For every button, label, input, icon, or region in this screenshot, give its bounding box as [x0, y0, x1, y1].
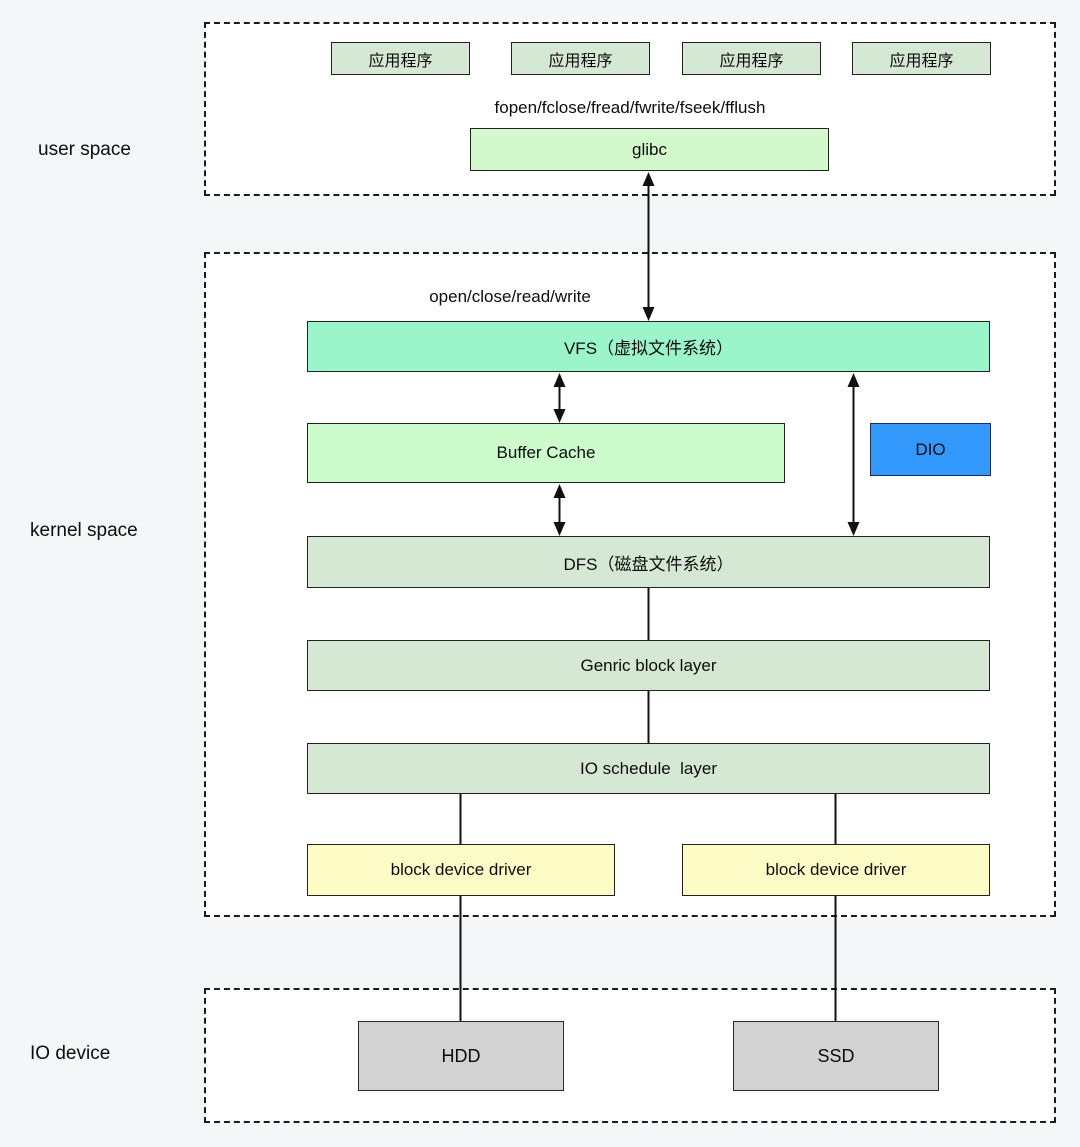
syscall-api-label: open/close/read/write — [429, 287, 591, 306]
io-schedule-layer-box: IO schedule layer — [307, 743, 990, 794]
block-device-driver-right-box: block device driver — [682, 844, 990, 896]
user-space-label: user space — [38, 139, 131, 160]
ssd-box: SSD — [733, 1021, 939, 1091]
app-box-3: 应用程序 — [682, 42, 821, 75]
kernel-space-label: kernel space — [30, 520, 138, 541]
glibc-box: glibc — [470, 128, 829, 171]
app-box-1: 应用程序 — [331, 42, 470, 75]
block-device-driver-left-box: block device driver — [307, 844, 615, 896]
dfs-box: DFS（磁盘文件系统） — [307, 536, 990, 588]
vfs-box: VFS（虚拟文件系统） — [307, 321, 990, 372]
app-box-2: 应用程序 — [511, 42, 650, 75]
dio-box: DIO — [870, 423, 991, 476]
app-box-4: 应用程序 — [852, 42, 991, 75]
buffer-cache-box: Buffer Cache — [307, 423, 785, 483]
io-device-label: IO device — [30, 1043, 111, 1064]
stdio-api-label: fopen/fclose/fread/fwrite/fseek/fflush — [494, 98, 766, 117]
hdd-box: HDD — [358, 1021, 564, 1091]
generic-block-layer-box: Genric block layer — [307, 640, 990, 691]
